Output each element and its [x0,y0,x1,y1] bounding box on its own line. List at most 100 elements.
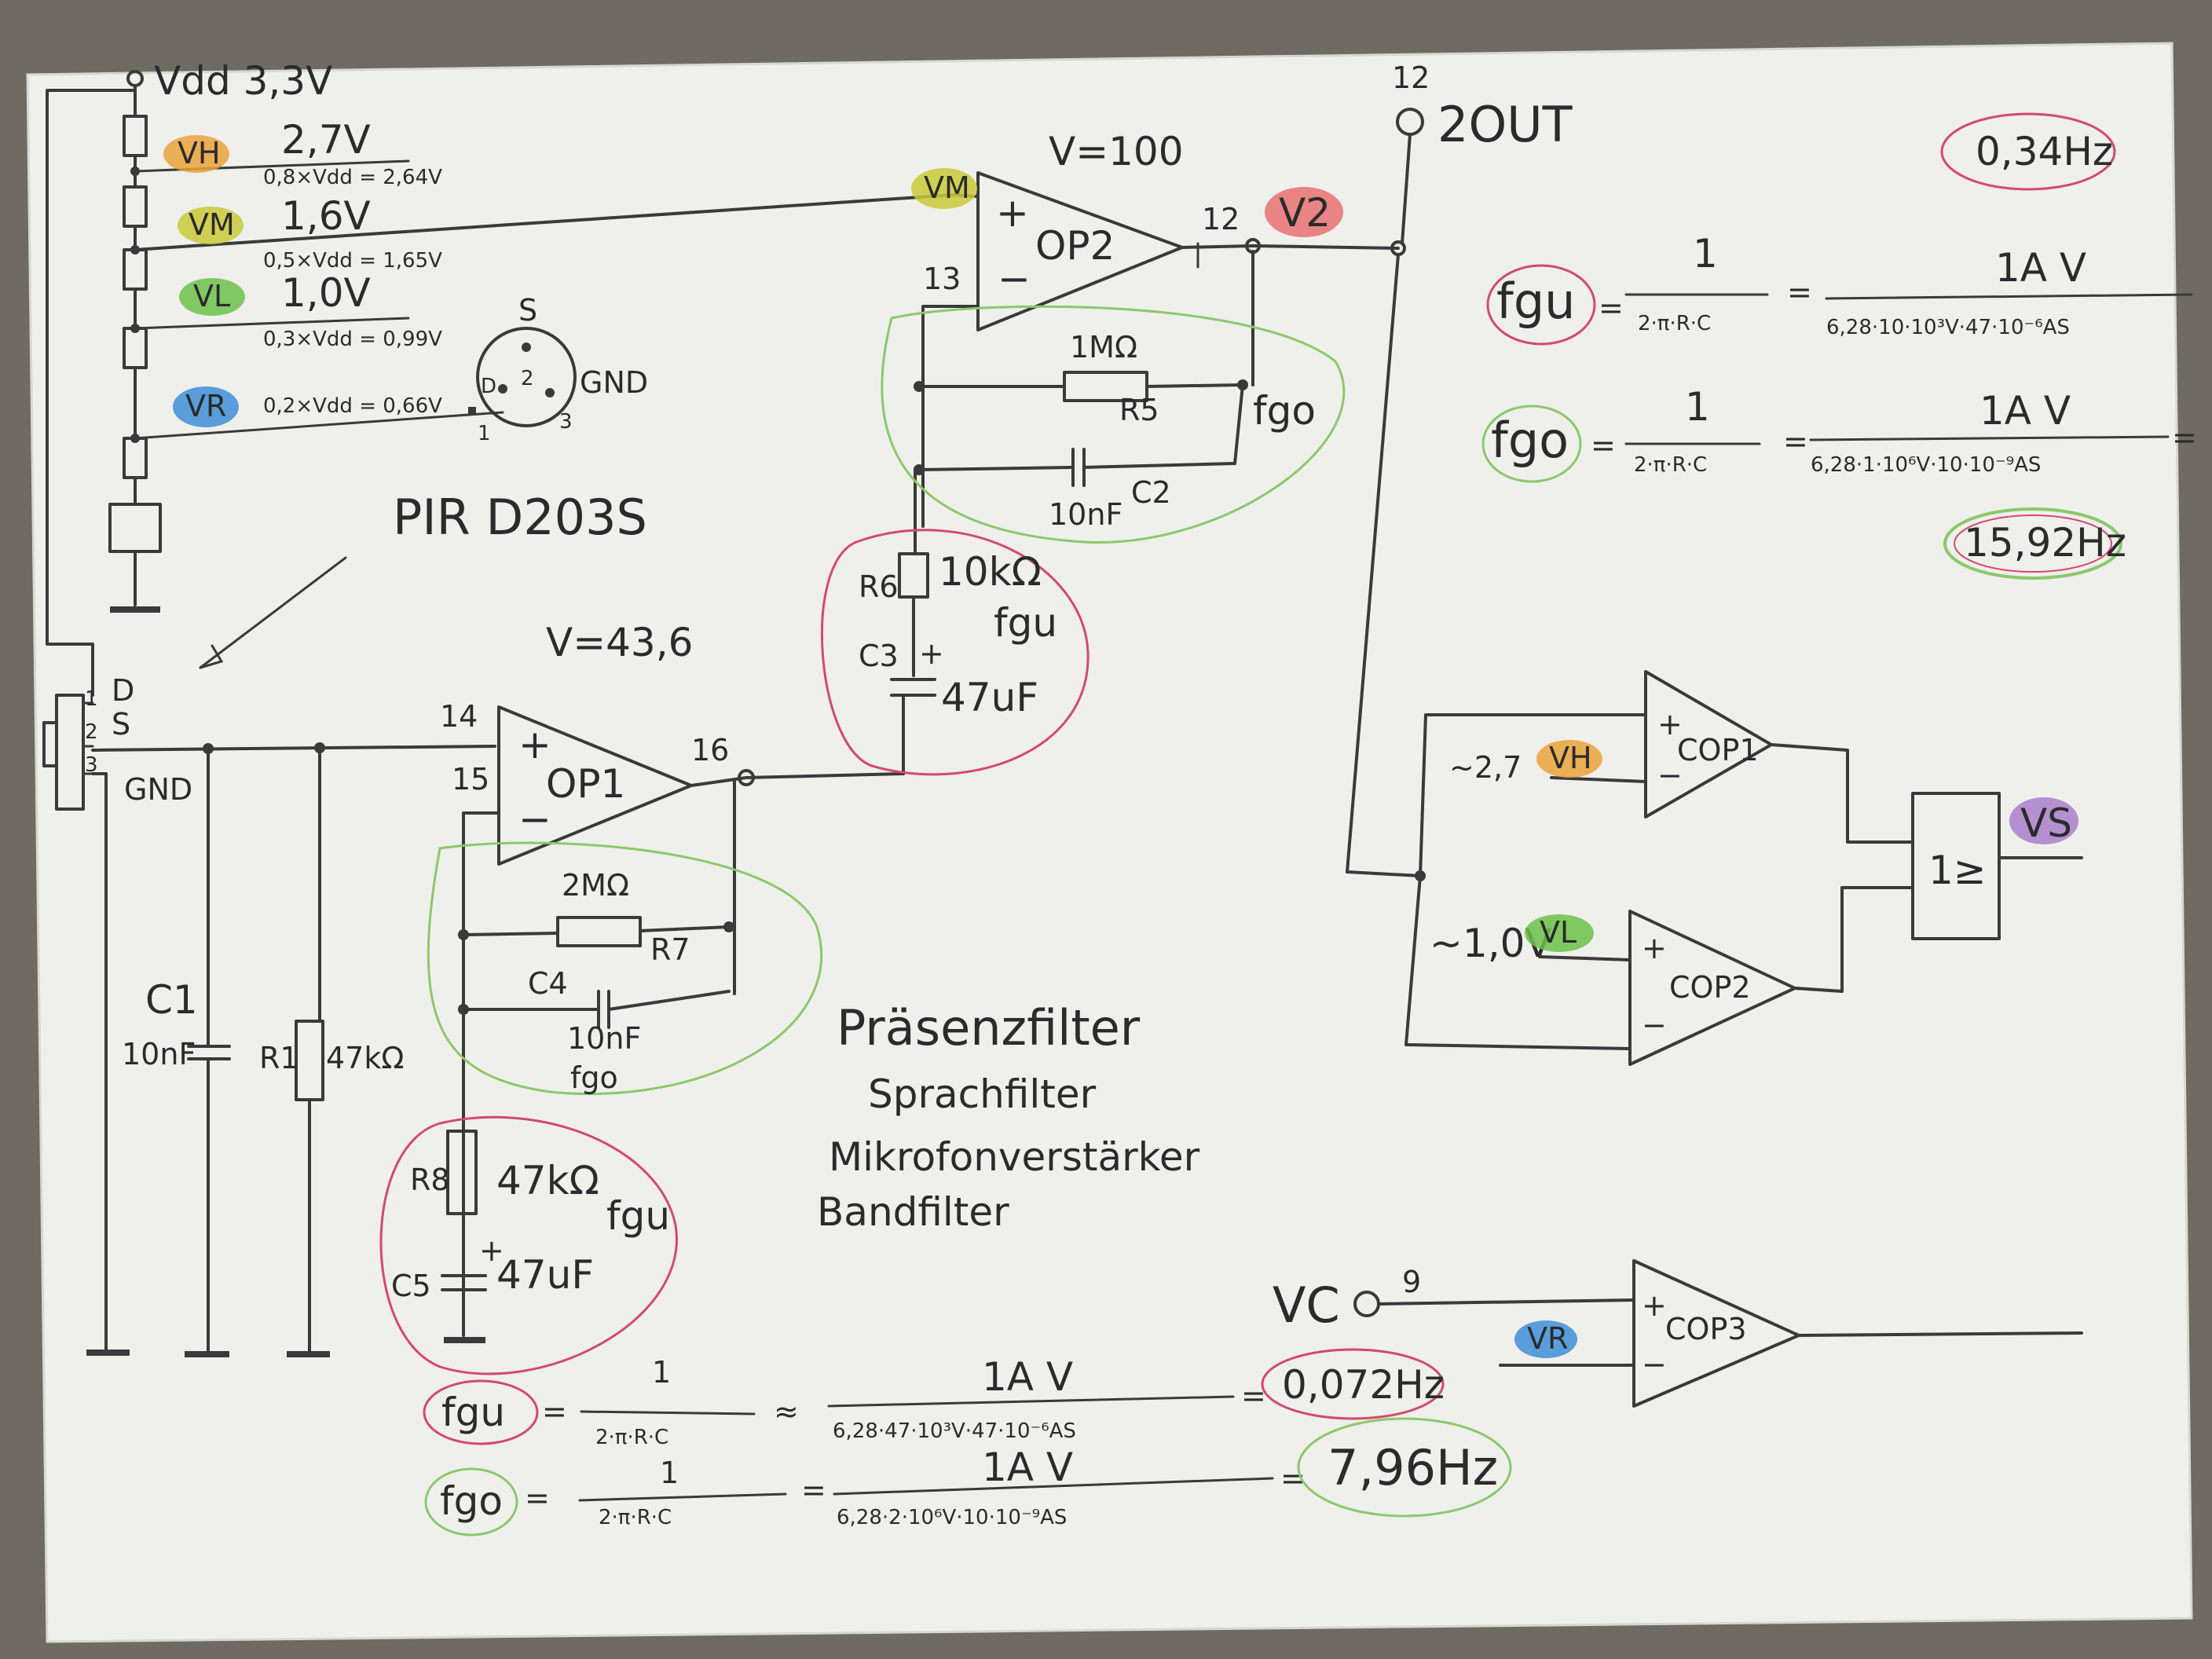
c3-label: C3 [859,639,899,673]
vc-pin-9: 9 [1402,1265,1421,1299]
r8-fgu: fgu [606,1193,670,1239]
cop1-minus: − [1657,758,1683,793]
vr-calc: 0,2×Vdd = 0,66V [263,394,442,418]
cop2-label: COP2 [1669,970,1751,1005]
c5-value: 47uF [496,1252,594,1298]
r7-value: 2MΩ [562,868,629,903]
pir-arrow [199,556,347,669]
fgo-bot-rhs-den: 6,28·2·10⁶V·10·10⁻⁹AS [837,1506,1067,1529]
fgu-bot-rhs-bar [827,1395,1235,1408]
out-pin-12: 12 [1392,60,1430,95]
op1-minus: − [518,797,551,842]
fgu-top-eq: = [1599,291,1624,325]
r8-value: 47kΩ [496,1158,599,1203]
fgo-top-rhs-den: 6,28·1·10⁶V·10·10⁻⁹AS [1811,453,2041,477]
c2-value: 10nF [1049,497,1122,532]
pir-pin-d: D [481,375,496,398]
cop1-label: COP1 [1677,733,1759,767]
fgo-top-num: 1 [1685,384,1710,430]
op1-pin-16: 16 [691,733,729,767]
fgo-bot-eq2: = [801,1473,826,1507]
v2-tag: V2 [1279,190,1331,236]
r5-label: R5 [1119,393,1159,427]
vs-tag-highlight [2009,797,2078,844]
fgu-top-rhs-num: 1A V [1995,245,2086,291]
vh-calc: 0,8×Vdd = 2,64V [263,166,442,189]
v2-tag-highlight [1265,187,1343,237]
pir-pin-s: S [518,293,537,328]
op1-pin-15: 15 [452,762,489,797]
stage2-fgo: fgo [1253,388,1316,434]
stage2-fgo-ring [881,305,1346,544]
r1-label: R1 [259,1041,299,1075]
fgu-top-rhs-bar [1825,293,2193,300]
fgo-bot-den: 2·π·R·C [599,1506,672,1529]
vr-tag-cop-highlight [1514,1320,1577,1358]
pir-pin-3: 3 [559,410,573,434]
vr-tag-highlight [173,386,239,427]
vl-tag-left: VL [193,279,230,313]
fgo-top-result: 15,92Hz [1964,520,2126,566]
fgu-top-eq2: = [1787,275,1812,309]
cop3-label: COP3 [1665,1312,1747,1346]
op1-label: OP1 [546,761,625,807]
fgu-bot-approx: ≈ [774,1394,799,1429]
top-result-ring [1940,112,2116,191]
c4-value: 10nF [567,1021,641,1056]
fgo-top-ring [1481,405,1582,483]
fgu-top-ring [1486,264,1596,346]
c1-label: C1 [145,977,198,1023]
stage1-fgu-ring [379,1115,678,1375]
note-praesenzfilter: Präsenzfilter [837,999,1141,1057]
cop1-ref-value: ~2,7 [1449,750,1522,785]
vm-tag-op2: VM [924,170,970,205]
window-comparator [1353,670,2083,1408]
stage2-wiring [890,171,1400,775]
op1-plus: + [518,722,551,767]
fgu-bot-rhs-den: 6,28·47·10³V·47·10⁻⁶AS [833,1419,1076,1443]
pir-pinout [468,327,577,427]
vh-tag-cop-highlight [1536,740,1602,778]
fgo-bot-bar [578,1492,787,1502]
op1-pin-14: 14 [440,699,478,734]
sensor-connector [42,694,94,811]
pir-name: PIR D203S [393,489,647,546]
conn-pin-s: S [112,707,130,742]
vh-tag-highlight [163,135,229,173]
fgu-top-label: fgu [1496,273,1575,330]
pir-arrowhead [199,644,224,669]
fgu-top-den: 2·π·R·C [1638,312,1711,335]
stage2-fgu: fgu [994,600,1057,646]
fgu-bot-ring [423,1379,539,1445]
top-result: 0,34Hz [1976,129,2113,174]
c5-label: C5 [391,1269,431,1303]
op2-pin-12: 12 [1202,202,1240,236]
fgo-bot-ring [424,1467,518,1536]
conn-pin-gnd: GND [124,772,192,807]
vm-calc: 0,5×Vdd = 1,65V [263,249,442,273]
vh-tag: VH [178,136,221,170]
fgu-bot-result-ring [1261,1348,1445,1420]
op2-plus: + [996,190,1029,236]
fgo-top-result-ring-green [1943,507,2122,580]
op2-pin-13: 13 [923,262,961,296]
stage1-wiring [86,705,905,1357]
c3-value: 47uF [941,675,1038,720]
fgo-top-rhs-num: 1A V [1979,388,2071,434]
vm-tag-left: VM [189,207,235,242]
op2-minus: − [998,256,1031,302]
c3-plus: + [919,636,944,671]
fgo-bot-num: 1 [660,1456,679,1490]
pir-pin-gnd: GND [580,365,648,400]
fgo-bot-result: 7,96Hz [1328,1439,1498,1496]
cop1-plus: + [1657,707,1683,742]
vr-tag-cop: VR [1527,1321,1568,1356]
fgo-top-rhs-bar [1809,435,2170,441]
conn-pin-d: D [112,673,134,708]
fgu-bot-rhs-num: 1A V [982,1354,1073,1400]
c1-value: 10nF [122,1037,196,1071]
vl-value: 1,0V [281,270,371,316]
op2-label: OP2 [1035,223,1115,269]
